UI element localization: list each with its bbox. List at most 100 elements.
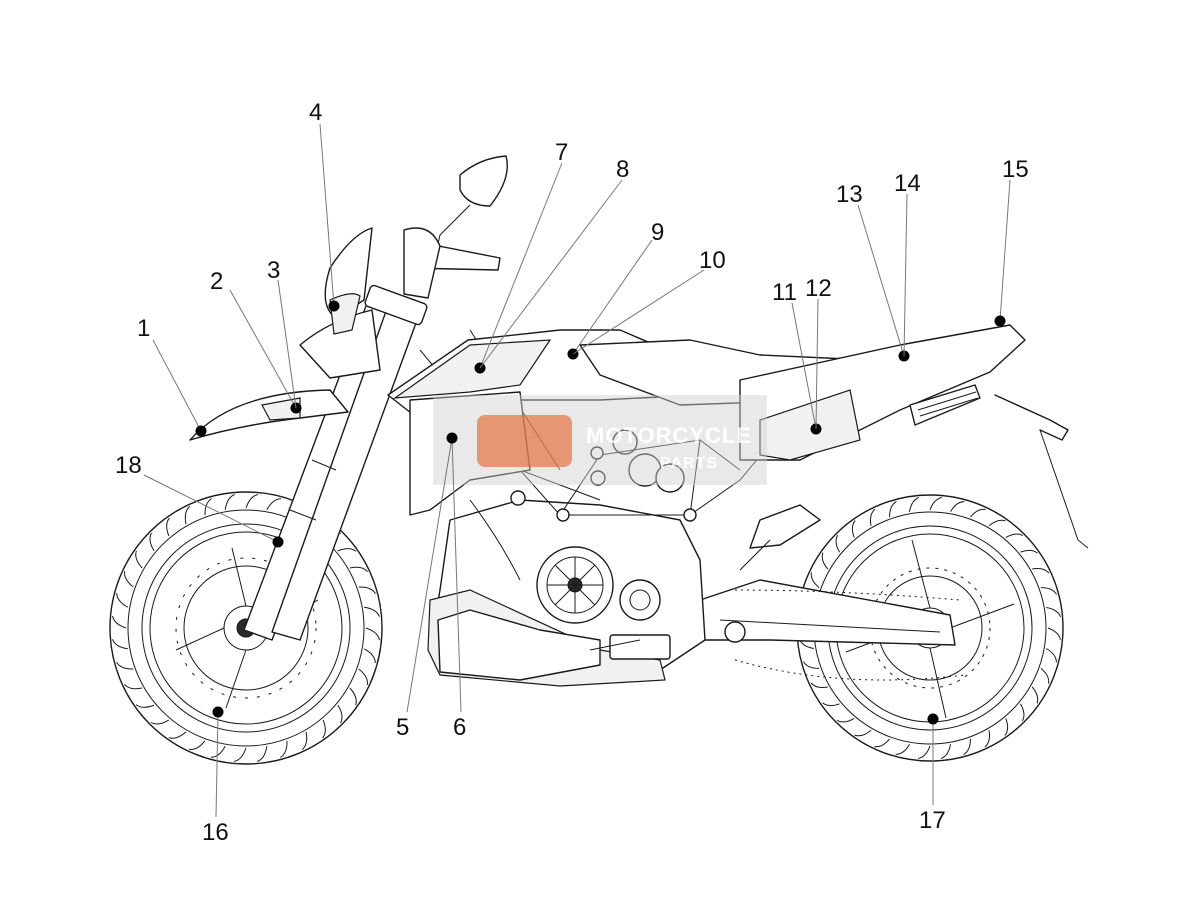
tire-tread (322, 719, 326, 739)
tire-tread (1032, 567, 1050, 574)
tire-tread (280, 740, 288, 758)
tire-tread (889, 500, 897, 518)
callout-label-15: 15 (1002, 156, 1029, 183)
tire-tread (802, 661, 820, 669)
callouts: 1 2 3 4 5 6 7 8 9 10 (115, 99, 1029, 846)
callout-label-17: 17 (919, 807, 946, 834)
tire-tread (970, 508, 986, 518)
callout-dot-18 (272, 536, 284, 548)
tire-tread (210, 745, 226, 758)
tire-tread (116, 592, 129, 608)
tire-tread (116, 662, 134, 670)
watermark-text: MOTORCYCLE (586, 423, 752, 448)
tire-tread (836, 717, 855, 723)
tire-tread (821, 552, 829, 570)
mirror-and-handlebar (403, 155, 508, 299)
tire-tread (1031, 686, 1039, 704)
tire-tread (1040, 587, 1058, 595)
tire-tread (963, 738, 971, 756)
tire-tread (851, 520, 856, 538)
callout-label-5: 5 (396, 714, 409, 741)
tire-tread (1019, 703, 1025, 722)
tire-tread (150, 719, 170, 725)
tire-tread (135, 550, 143, 569)
tire-tread (810, 682, 828, 689)
tire-tread (204, 498, 212, 516)
front-fairing (299, 227, 381, 379)
tire-tread (245, 494, 259, 509)
callout-label-12: 12 (805, 275, 832, 302)
tire-tread (188, 740, 206, 750)
tire-tread (988, 519, 1006, 527)
callout-label-9: 9 (651, 219, 664, 246)
tire-tread (112, 615, 127, 629)
tire-tread (363, 648, 376, 664)
callout-label-11: 11 (772, 279, 797, 306)
callout-dot-6 (446, 432, 458, 444)
tire-tread (1040, 668, 1050, 684)
tire-tread (349, 687, 357, 706)
tire-tread (854, 729, 872, 737)
callout-label-14: 14 (894, 170, 921, 197)
tire-tread (149, 532, 155, 552)
tire-tread (124, 683, 143, 690)
tire-tread (984, 730, 991, 748)
tire-tread (950, 501, 965, 513)
callout-dot-17 (927, 713, 939, 725)
tire-tread (184, 506, 191, 525)
watermark-subtext: PARTS (660, 455, 718, 472)
tire-tread (233, 747, 247, 762)
tire-tread (895, 743, 910, 755)
tire-tread (266, 498, 282, 511)
tire-tread (869, 508, 876, 526)
front-fender (189, 389, 349, 441)
tire-tread (337, 548, 357, 552)
tire-tread (1020, 549, 1038, 554)
tire-tread (1005, 533, 1024, 539)
watermark: MOTORCYCLE PARTS (433, 395, 767, 485)
tire-tread (918, 745, 931, 759)
callout-label-10: 10 (699, 247, 726, 274)
tire-tread (358, 586, 376, 594)
tire-tread (940, 744, 951, 759)
callout-label-18: 18 (115, 452, 142, 479)
tire-tread (822, 702, 840, 707)
tire-tread (810, 572, 820, 588)
callout-label-3: 3 (267, 257, 280, 284)
footpegs (589, 504, 821, 651)
tire-tread (909, 497, 920, 512)
tire-tread (337, 704, 343, 724)
tire-tread (168, 731, 187, 739)
callout-dot-1 (195, 425, 207, 437)
tire-tread (112, 639, 128, 650)
callout-label-2: 2 (210, 268, 223, 295)
tire-tread (1047, 627, 1061, 640)
callout-dot-4 (328, 300, 340, 312)
callout-label-1: 1 (137, 315, 150, 342)
tire-tread (358, 668, 368, 686)
callout-label-4: 4 (309, 99, 322, 126)
callout-dot-16 (212, 706, 224, 718)
tire-tread (364, 606, 380, 617)
tire-tread (365, 627, 380, 641)
tire-tread (1046, 607, 1061, 618)
tire-tread (257, 746, 268, 762)
callout-label-6: 6 (453, 714, 466, 741)
tire-tread (349, 566, 368, 573)
callout-label-8: 8 (616, 156, 629, 183)
front-fork (243, 284, 428, 641)
tire-tread (166, 517, 170, 537)
tire-tread (301, 731, 308, 750)
tire-tread (929, 497, 942, 511)
belly-pan (437, 499, 601, 681)
callout-dot-15 (994, 315, 1006, 327)
tire-tread (874, 738, 890, 748)
tire-tread (1045, 648, 1057, 663)
tire-tread (835, 534, 841, 553)
callout-label-13: 13 (836, 181, 863, 208)
tire-tread (124, 570, 134, 588)
callout-label-7: 7 (555, 139, 568, 166)
tire-tread (135, 704, 155, 708)
tire-tread (1004, 718, 1009, 736)
